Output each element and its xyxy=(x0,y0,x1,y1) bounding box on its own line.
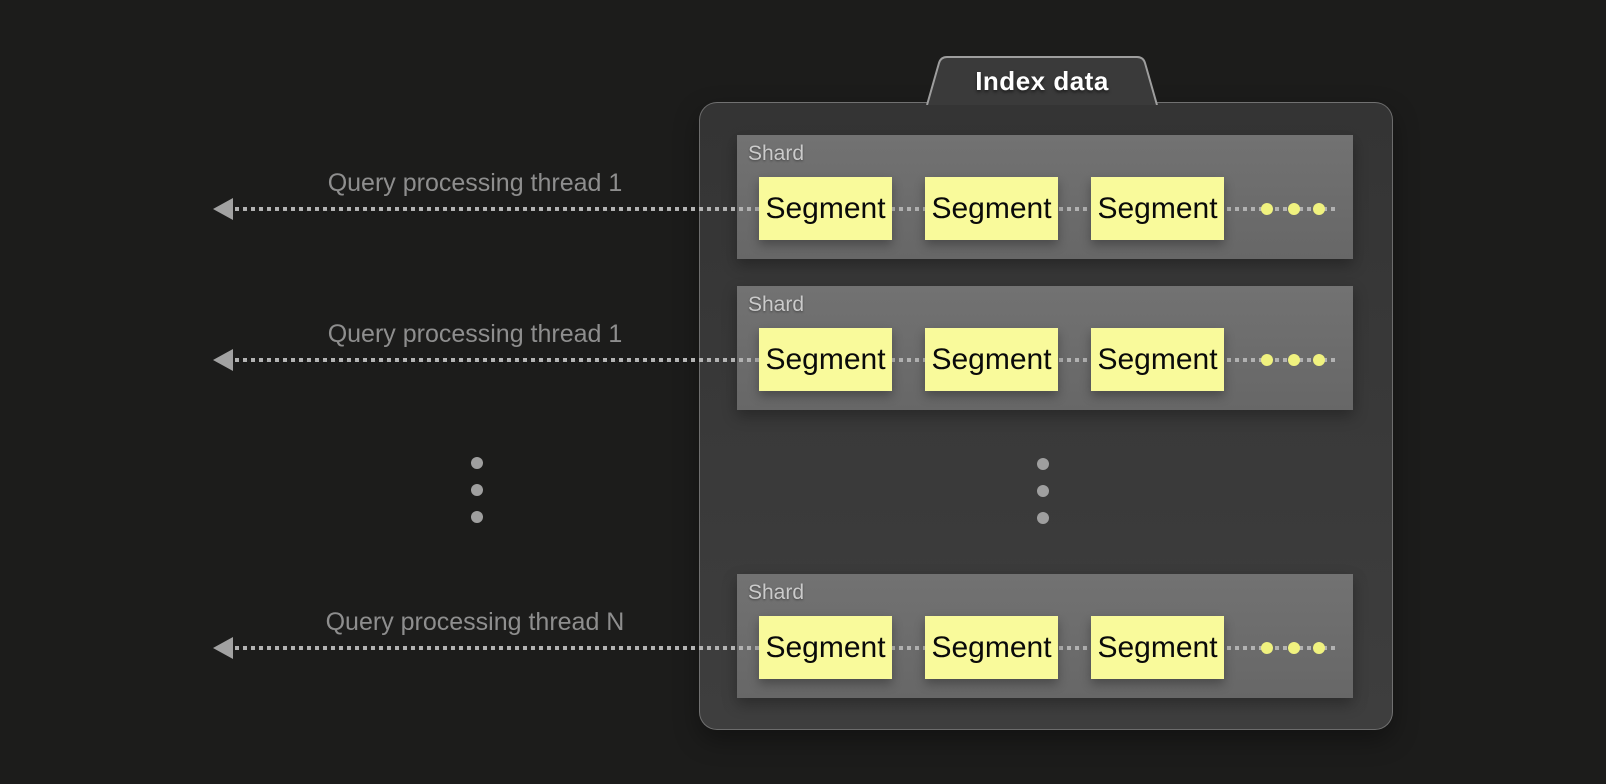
more-segments-dot xyxy=(1313,354,1325,366)
shard-label: Shard xyxy=(748,293,805,316)
container-title: Index data xyxy=(975,66,1109,96)
more-segments-dot xyxy=(1261,203,1273,215)
more-segments-dot xyxy=(1313,203,1325,215)
shard-label: Shard xyxy=(748,581,805,604)
segment-box: Segment xyxy=(1091,616,1224,679)
more-segments-dot xyxy=(1288,642,1300,654)
arrowhead-left-icon xyxy=(213,349,233,371)
arrow-label-thread-1: Query processing thread 1 xyxy=(327,169,623,197)
segment-box: Segment xyxy=(759,616,892,679)
ellipsis-dots-vertical-shards xyxy=(1037,458,1049,524)
shard-row: Shard Segment Segment Segment xyxy=(213,574,1353,698)
segment-box: Segment xyxy=(925,616,1058,679)
ellipsis-dot xyxy=(1037,458,1049,470)
segment-box: Segment xyxy=(925,177,1058,240)
ellipsis-dots-vertical-threads xyxy=(471,457,483,523)
arrowhead-left-icon xyxy=(213,637,233,659)
more-segments-dot xyxy=(1288,203,1300,215)
more-segments-dot xyxy=(1261,354,1273,366)
more-segments-dot xyxy=(1288,354,1300,366)
shard-row: Shard Segment Segment Segment xyxy=(213,286,1353,410)
ellipsis-dot xyxy=(1037,512,1049,524)
more-segments-dot xyxy=(1261,642,1273,654)
segment-box: Segment xyxy=(759,177,892,240)
index-data-container: Index data Shard Segment Segment Segment… xyxy=(213,56,1393,730)
arrowhead-left-icon xyxy=(213,198,233,220)
segment-box: Segment xyxy=(1091,177,1224,240)
arrow-label-thread-2: Query processing thread 1 xyxy=(327,320,623,348)
segment-box: Segment xyxy=(1091,328,1224,391)
ellipsis-dot xyxy=(1037,485,1049,497)
ellipsis-dot xyxy=(471,484,483,496)
shard-row: Shard Segment Segment Segment xyxy=(213,135,1353,259)
shard-label: Shard xyxy=(748,142,805,165)
index-data-tab-shape xyxy=(926,56,1158,105)
segment-box: Segment xyxy=(759,328,892,391)
more-segments-dot xyxy=(1313,642,1325,654)
segment-box: Segment xyxy=(925,328,1058,391)
arrow-label-thread-n: Query processing thread N xyxy=(325,608,625,636)
ellipsis-dot xyxy=(471,457,483,469)
ellipsis-dot xyxy=(471,511,483,523)
